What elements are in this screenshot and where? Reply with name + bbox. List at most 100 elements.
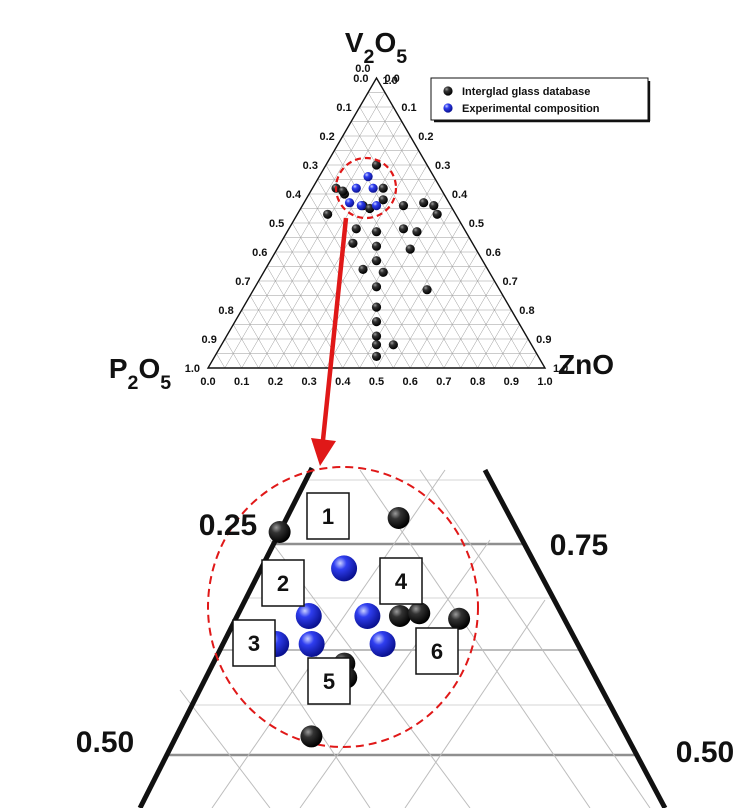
point-interglad: [378, 195, 388, 205]
point-experimental: [368, 183, 378, 193]
zoom-point-experimental: [331, 555, 358, 582]
grid-line-l: [292, 222, 377, 369]
grid-line-l: [283, 237, 360, 369]
point-interglad: [429, 201, 439, 211]
point-interglad: [348, 238, 358, 248]
tick-label-right: 1.0: [553, 363, 568, 375]
box-label: 5: [323, 669, 335, 694]
grid-line-l: [308, 193, 411, 369]
tick-label-left: 0.5: [269, 218, 284, 230]
point-interglad: [378, 183, 388, 193]
tick-label-right: 0.1: [401, 102, 416, 114]
grid-line-l: [266, 266, 327, 369]
legend-label: Interglad glass database: [462, 86, 590, 98]
zoom-tick-left-lower: 0.50: [76, 726, 134, 759]
point-interglad: [412, 227, 422, 237]
point-interglad: [371, 302, 382, 312]
tick-label-apex-right: 1.0: [383, 75, 398, 87]
box-4: [379, 557, 423, 605]
axis-label-left: P2O5: [109, 353, 171, 394]
tick-label-bottom: 0.3: [301, 376, 316, 388]
point-interglad: [398, 201, 409, 211]
grid-line-r: [527, 353, 537, 369]
tick-label-bottom: 0.1: [234, 376, 249, 388]
point-interglad: [338, 186, 348, 196]
zoom-arrow-head: [311, 438, 336, 466]
box-label: 1: [322, 504, 334, 529]
tick-label-right: 0.0: [385, 73, 400, 85]
box-label: 6: [431, 639, 443, 664]
legend-box: [430, 77, 649, 121]
zoom-point-experimental: [295, 603, 322, 629]
grid-line-l: [233, 324, 259, 369]
zoom-point-interglad: [448, 607, 471, 630]
point-interglad: [351, 224, 361, 234]
zoom-point-interglad: [268, 521, 291, 543]
point-experimental: [363, 172, 373, 182]
grid-line-r: [224, 92, 386, 369]
tick-label-bottom: 0.6: [403, 376, 418, 388]
grid-line-l: [249, 295, 293, 369]
tick-label-bottom: 0.0: [200, 376, 215, 388]
tick-label-right: 0.9: [536, 334, 551, 346]
grid-line-l: [224, 338, 242, 369]
box-label: 3: [248, 631, 260, 656]
grid-line-r: [292, 150, 419, 369]
zoom-highlight-circle: [207, 466, 479, 748]
point-interglad: [371, 282, 382, 292]
point-experimental: [371, 201, 382, 211]
point-interglad: [371, 227, 382, 237]
point-interglad: [419, 198, 429, 208]
zoom-point-interglad: [387, 507, 410, 529]
legend-label: Experimental composition: [462, 103, 600, 115]
zoom-point-interglad: [300, 725, 323, 748]
grid-line-l: [334, 150, 461, 369]
highlight-circle: [334, 156, 398, 220]
tick-label-bottom: 0.9: [504, 376, 519, 388]
legend-marker: [443, 103, 453, 113]
zoom-arrow-shaft: [320, 217, 349, 441]
data-points: [323, 160, 442, 361]
box-6: [415, 627, 459, 675]
zoom-point-experimental: [369, 631, 396, 657]
box-5: [307, 657, 351, 705]
tick-label-left: 1.0: [185, 363, 200, 375]
tick-label-left: 0.1: [336, 102, 351, 114]
tick-label-bottom: 0.8: [470, 376, 485, 388]
point-experimental: [356, 201, 366, 211]
grid-line-l: [258, 280, 310, 369]
point-interglad: [323, 209, 333, 219]
tick-label-right: 0.3: [435, 160, 450, 172]
grid-line-l: [367, 92, 529, 369]
zoom-frame-right: [482, 468, 668, 808]
tick-label-bottom: 0.7: [436, 376, 451, 388]
point-interglad: [371, 256, 382, 266]
grid-line-l: [241, 309, 276, 369]
box-1: [306, 492, 350, 540]
tick-label-left: 0.3: [303, 160, 318, 172]
point-interglad: [371, 331, 382, 341]
point-interglad: [378, 267, 388, 277]
zoom-point-interglad: [408, 602, 431, 625]
point-interglad: [358, 264, 368, 274]
zoom-tick-right-upper: 0.75: [550, 529, 608, 562]
tick-label-left: 0.0: [353, 73, 368, 85]
point-interglad: [405, 244, 415, 254]
zoom-grid-diag: [179, 689, 271, 808]
tick-label-left: 0.9: [202, 334, 217, 346]
point-interglad: [371, 340, 382, 350]
box-3: [232, 619, 276, 667]
zoom-grid-diag: [419, 469, 651, 808]
zoom-tick-left-upper: 0.25: [199, 509, 257, 542]
box-label: 2: [277, 571, 289, 596]
axis-label-right: ZnO: [558, 349, 614, 380]
tick-label-left: 0.2: [320, 131, 335, 143]
grid-line-l: [359, 106, 512, 369]
point-interglad: [388, 340, 398, 350]
grid-line-r: [460, 295, 504, 369]
tick-label-right: 0.4: [452, 189, 468, 201]
